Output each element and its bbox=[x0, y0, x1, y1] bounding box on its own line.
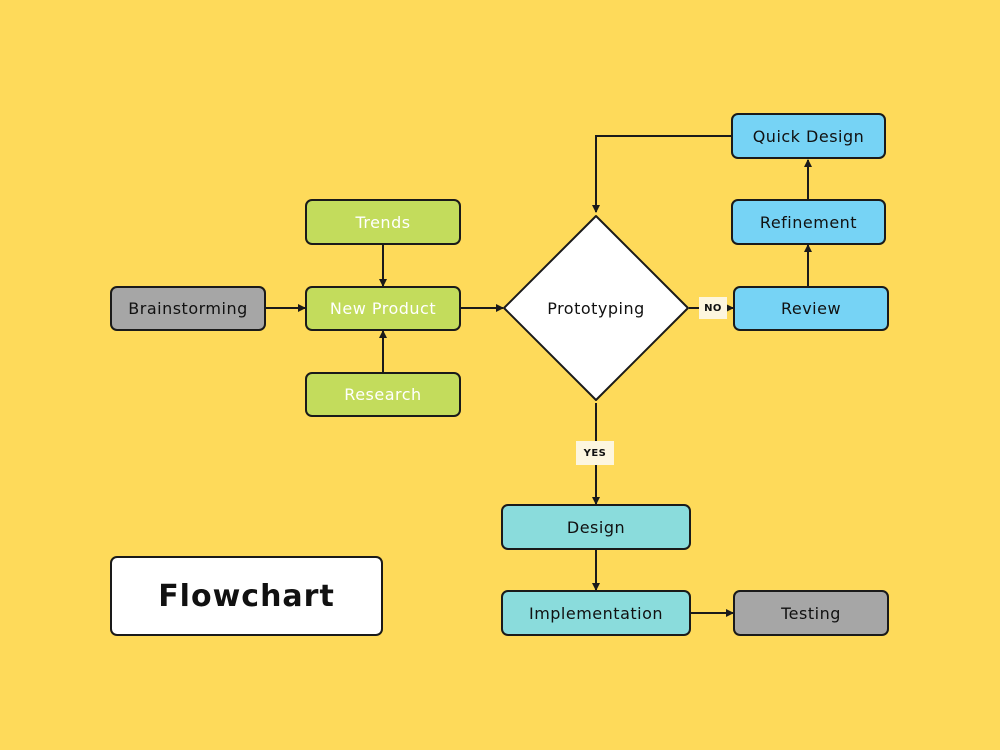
prototyping-diamond bbox=[503, 215, 689, 401]
node-review: Review bbox=[733, 286, 889, 331]
node-refinement: Refinement bbox=[731, 199, 886, 245]
flowchart-title: Flowchart bbox=[110, 556, 383, 636]
no-tag: NO bbox=[699, 297, 727, 319]
node-implementation: Implementation bbox=[501, 590, 691, 636]
node-trends: Trends bbox=[305, 199, 461, 245]
prototyping-label: Prototyping bbox=[547, 298, 645, 318]
node-testing: Testing bbox=[733, 590, 889, 636]
node-design: Design bbox=[501, 504, 691, 550]
arrow-quick-design-to-prototyping bbox=[592, 135, 731, 213]
node-new-product: New Product bbox=[305, 286, 461, 331]
node-research: Research bbox=[305, 372, 461, 417]
node-quick-design: Quick Design bbox=[731, 113, 886, 159]
yes-tag: YES bbox=[576, 441, 614, 465]
node-brainstorming: Brainstorming bbox=[110, 286, 266, 331]
